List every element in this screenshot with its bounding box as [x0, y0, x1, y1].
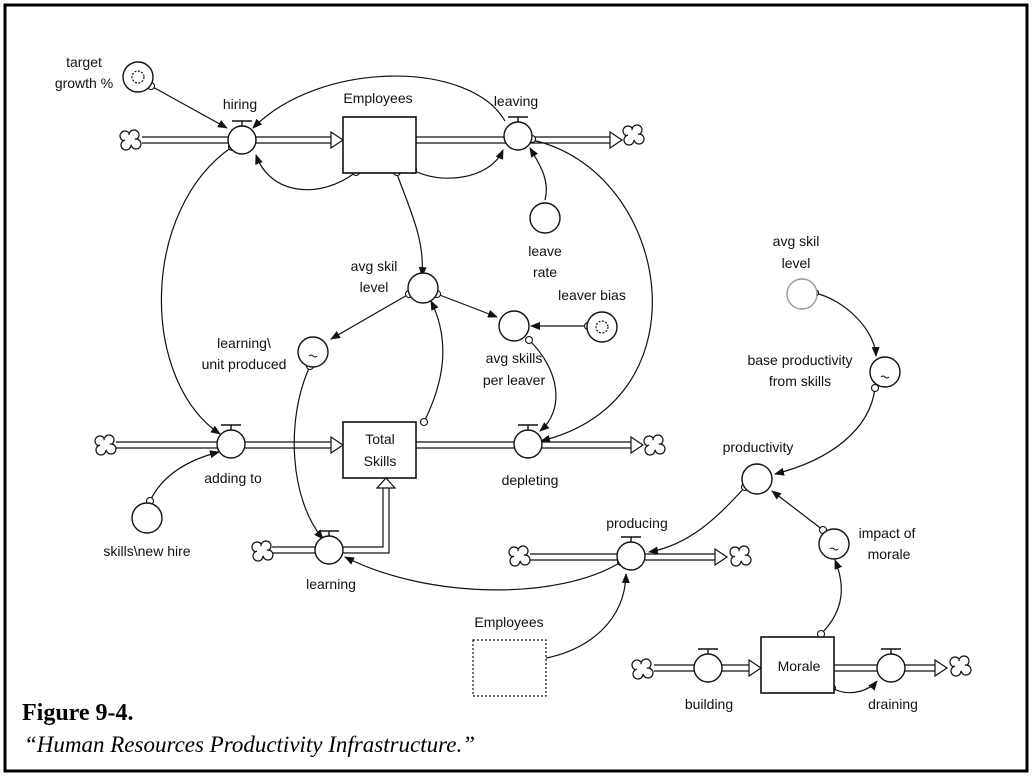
- label-leave-rate-line2: rate: [533, 264, 557, 280]
- connector-ghost-employees-to-producing: [541, 573, 630, 660]
- label-productivity: productivity: [723, 439, 794, 455]
- converter-base-productivity[interactable]: [869, 356, 901, 388]
- converter-productivity[interactable]: [741, 463, 773, 495]
- connector-impact-of-morale-to-productivity: [771, 490, 824, 531]
- connector-target-growth-to-hiring: [150, 85, 228, 129]
- label-leave-rate-line1: leave: [528, 243, 562, 259]
- connector-productivity-to-producing: [648, 486, 746, 555]
- ghost-converter-avg-skil-level[interactable]: [786, 278, 818, 310]
- figure-number: Figure 9-4.: [22, 700, 134, 726]
- converter-leave-rate[interactable]: [529, 202, 561, 234]
- connector-employees-to-hiring: [255, 154, 357, 191]
- connector-base-productivity-to-productivity: [774, 387, 876, 476]
- pipe-learning: [272, 477, 397, 554]
- connector-hiring-to-adding-to: [160, 146, 233, 435]
- label-avg-skil-level2-line2: level: [782, 255, 811, 271]
- valve-hiring[interactable]: [227, 120, 257, 155]
- ghost-stock-employees[interactable]: [472, 639, 547, 697]
- connector-leaving-to-depleting: [531, 139, 653, 443]
- connector-total-skills-to-avg-skil: [423, 300, 444, 423]
- sink-cloud-draining: [949, 655, 972, 677]
- label-impact-of-morale-line1: impact of: [859, 525, 916, 541]
- source-cloud-producing: [508, 545, 531, 567]
- label-total-skills-line1: Total: [365, 431, 395, 447]
- label-learning-unit-line2: unit produced: [202, 356, 287, 372]
- connector-skills-new-hire-to-adding-to: [149, 450, 220, 502]
- label-building: building: [685, 696, 733, 712]
- label-hiring: hiring: [223, 96, 257, 112]
- label-total-skills-line2: Skills: [364, 453, 397, 469]
- connector-avg-skil-to-avg-skills-per-leaver: [436, 293, 498, 318]
- stock-employees[interactable]: [342, 116, 417, 174]
- label-learning: learning: [306, 576, 356, 592]
- label-base-productivity-line2: from skills: [769, 373, 831, 389]
- figure-frame: [3, 3, 1029, 773]
- label-employees-ghost: Employees: [474, 614, 543, 630]
- converter-impact-of-morale[interactable]: [818, 528, 850, 560]
- source-cloud-building: [631, 658, 654, 680]
- label-avg-skills-per-leaver-line2: per leaver: [483, 372, 546, 388]
- label-producing: producing: [606, 515, 668, 531]
- connector-learning-unit-to-learning: [293, 365, 324, 540]
- label-depleting: depleting: [502, 472, 559, 488]
- connector-employees-to-avg-skil: [396, 173, 427, 277]
- label-employees: Employees: [343, 90, 412, 106]
- connector-avg-skil-to-learning-unit: [330, 293, 410, 340]
- stock-total-skills[interactable]: [342, 421, 417, 479]
- label-target-growth-line1: target: [66, 54, 102, 70]
- converter-learning-unit-produced[interactable]: [297, 336, 329, 368]
- connector-leaving-to-hiring: [252, 75, 506, 129]
- valve-leaving[interactable]: [503, 116, 533, 151]
- converter-skills-new-hire[interactable]: [131, 502, 163, 534]
- label-avg-skil-level-line2: level: [360, 279, 389, 295]
- label-impact-of-morale-line2: morale: [868, 546, 911, 562]
- connector-avg-skil-level2-to-base-productivity: [814, 292, 880, 357]
- figure-caption: “Human Resources Productivity Infrastruc…: [24, 732, 475, 757]
- valve-adding-to[interactable]: [216, 424, 246, 459]
- stock-morale[interactable]: [760, 636, 835, 694]
- converter-leaver-bias[interactable]: [586, 311, 618, 343]
- label-avg-skills-per-leaver-line1: avg skills: [486, 350, 543, 366]
- valve-producing[interactable]: [616, 536, 646, 571]
- source-cloud-hiring: [119, 129, 142, 151]
- label-skills-new-hire: skills\new hire: [103, 543, 190, 559]
- valve-learning[interactable]: [314, 530, 344, 565]
- label-base-productivity-line1: base productivity: [747, 352, 852, 368]
- converter-avg-skills-per-leaver[interactable]: [498, 310, 530, 342]
- converter-avg-skil-level[interactable]: [407, 272, 439, 304]
- valve-depleting[interactable]: [513, 424, 543, 459]
- label-learning-unit-line1: learning\: [217, 335, 271, 351]
- source-cloud-adding-to: [94, 434, 117, 456]
- label-adding-to: adding to: [204, 470, 262, 486]
- label-target-growth-line2: growth %: [55, 75, 113, 91]
- converter-target-growth[interactable]: [122, 61, 154, 93]
- label-leaver-bias: leaver bias: [558, 287, 626, 303]
- sink-cloud-leaving: [622, 124, 645, 146]
- label-leaving: leaving: [494, 93, 538, 109]
- valve-building[interactable]: [693, 648, 723, 683]
- valve-draining[interactable]: [876, 648, 906, 683]
- label-draining: draining: [868, 696, 918, 712]
- connector-morale-to-draining: [831, 680, 878, 694]
- label-avg-skil-level-line1: avg skil: [351, 258, 398, 274]
- connector-producing-to-learning: [344, 556, 622, 591]
- label-morale: Morale: [778, 658, 821, 674]
- connector-employees-to-leaving: [412, 149, 504, 179]
- connector-morale-to-impact-of-morale: [820, 559, 843, 635]
- connector-leave-rate-to-leaving: [529, 147, 547, 201]
- source-cloud-learning: [251, 540, 274, 562]
- connector-avg-skills-per-leaver-to-depleting: [528, 339, 557, 432]
- label-avg-skil-level2-line1: avg skil: [773, 233, 820, 249]
- sink-cloud-producing: [729, 545, 752, 567]
- sink-cloud-depleting: [643, 434, 666, 456]
